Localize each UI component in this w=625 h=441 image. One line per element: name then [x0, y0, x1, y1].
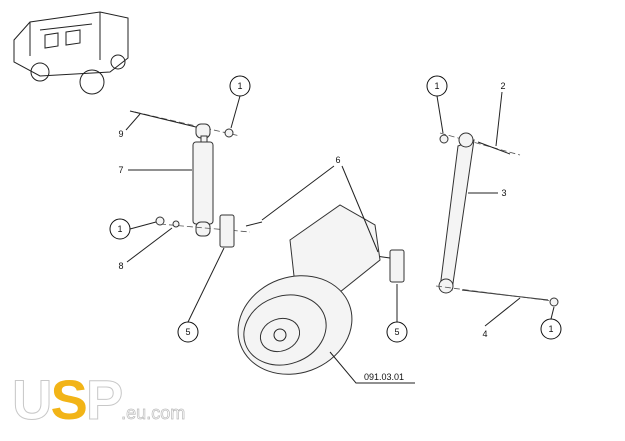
label-6: 6 — [335, 155, 340, 165]
logo-letter-u: U — [11, 368, 52, 431]
usp-logo: USP.eu.com — [11, 371, 186, 441]
svg-text:1: 1 — [237, 81, 242, 91]
svg-text:1: 1 — [548, 324, 553, 334]
svg-text:1: 1 — [434, 81, 439, 91]
svg-text:5: 5 — [185, 327, 190, 337]
callout-5: 5 — [177, 321, 199, 343]
part-number: 091.03.01 — [364, 372, 404, 382]
mounting-brackets — [219, 214, 405, 283]
vehicle-thumbnail — [13, 11, 129, 95]
label-2: 2 — [500, 81, 505, 91]
callout-1: 1 — [229, 75, 251, 97]
brake-drum-axle — [237, 204, 381, 375]
svg-text:1: 1 — [117, 224, 122, 234]
shock-absorber — [129, 110, 251, 237]
tie-rod — [435, 132, 561, 307]
label-9: 9 — [118, 129, 123, 139]
callout-5: 5 — [386, 321, 408, 343]
leader-lines — [125, 91, 555, 384]
callout-1: 1 — [540, 318, 562, 340]
label-7: 7 — [118, 165, 123, 175]
logo-domain: .eu.com — [121, 403, 186, 424]
logo-letter-p: P — [85, 368, 123, 431]
callout-1: 1 — [426, 75, 448, 97]
logo-letter-s: S — [50, 368, 87, 431]
callout-1: 1 — [109, 218, 131, 240]
label-8: 8 — [118, 261, 123, 271]
svg-text:5: 5 — [394, 327, 399, 337]
label-4: 4 — [482, 329, 487, 339]
label-3: 3 — [501, 188, 506, 198]
